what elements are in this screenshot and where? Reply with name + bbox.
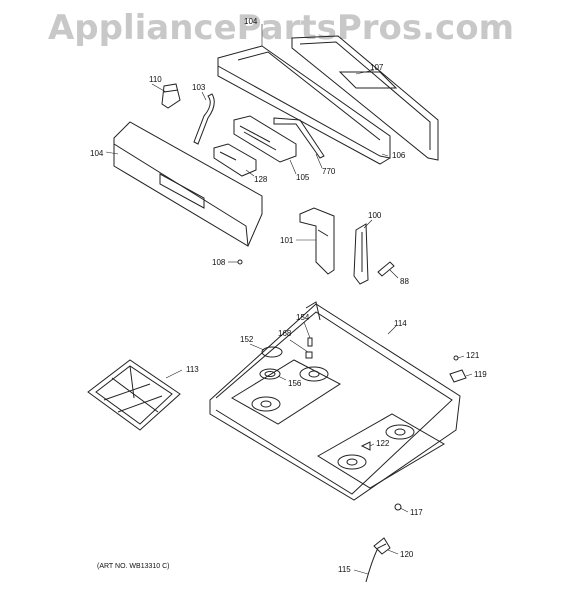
part-88-grommet — [377, 261, 395, 277]
callout-119: 119 — [474, 370, 487, 379]
callout-168: 168 — [278, 329, 292, 338]
callout-110: 110 — [149, 75, 162, 84]
part-156-burner-head — [259, 368, 281, 380]
part-105-electronic-control — [233, 115, 297, 163]
part-128-clock — [213, 143, 257, 177]
part-114-main-top — [209, 301, 461, 501]
callout-114: 114 — [394, 319, 407, 328]
part-110-module — [161, 83, 181, 109]
part-119-bracket — [449, 369, 467, 383]
part-152-burner-cap — [261, 346, 283, 358]
leader-lines — [105, 24, 473, 575]
callout-100: 100 — [368, 211, 382, 220]
part-120-clip — [373, 537, 391, 555]
callout-154: 154 — [296, 313, 310, 322]
callout-labels: 104 107 110 103 104 106 128 105 770 100 … — [90, 17, 487, 574]
callout-113: 113 — [186, 365, 199, 374]
part-113-grate — [87, 359, 181, 431]
part-117-screw — [394, 503, 402, 511]
part-103-harness — [193, 93, 215, 145]
callout-104-top: 104 — [244, 17, 258, 26]
part-168-spark-module — [305, 351, 313, 359]
callout-108: 108 — [212, 258, 226, 267]
callout-770: 770 — [322, 167, 336, 176]
callout-128: 128 — [254, 175, 268, 184]
callout-107: 107 — [370, 63, 384, 72]
callout-103: 103 — [192, 83, 206, 92]
callout-122: 122 — [376, 439, 390, 448]
callout-117: 117 — [410, 508, 423, 517]
part-154-electrode — [307, 337, 313, 347]
burner-rings — [251, 366, 415, 470]
part-106-backsplash-frame — [217, 45, 391, 165]
part-770-bracket — [273, 117, 325, 159]
part-101-bracket — [299, 207, 335, 275]
part-122-arrow — [360, 441, 371, 451]
callout-121: 121 — [466, 351, 480, 360]
callout-101: 101 — [280, 236, 294, 245]
callout-105: 105 — [296, 173, 310, 182]
art-number: (ART NO. WB13310 C) — [97, 563, 170, 570]
callout-106: 106 — [392, 151, 406, 160]
callout-152: 152 — [240, 335, 254, 344]
callout-104: 104 — [90, 149, 104, 158]
part-108-screw — [237, 259, 243, 265]
callout-120: 120 — [400, 550, 414, 559]
part-121-screw — [453, 355, 459, 361]
callout-156: 156 — [288, 379, 302, 388]
callout-115: 115 — [338, 565, 351, 574]
part-100-side-trim — [353, 223, 369, 285]
watermark: AppliancePartsPros.com — [47, 8, 514, 48]
callout-88: 88 — [400, 277, 409, 286]
part-104-control-panel — [113, 121, 263, 247]
part-115-rod — [365, 543, 387, 583]
part-107-rear-panel — [291, 35, 439, 161]
